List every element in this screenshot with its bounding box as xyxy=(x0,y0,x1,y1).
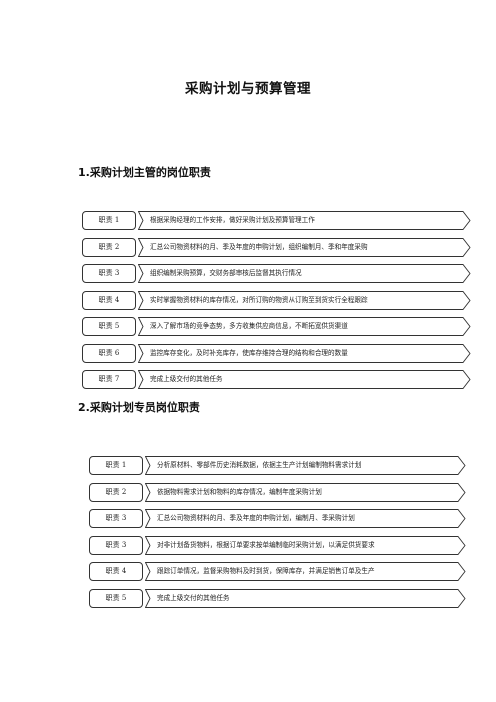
arrow-shape xyxy=(145,588,466,608)
duty-text: 分析原材料、零部件历史消耗数据，依据主生产计划编制物料需求计划 xyxy=(157,461,362,469)
arrow-shape xyxy=(138,237,471,257)
duty-arrow-box: 汇总公司物资材料的月、季及年度的申购计划，组织编制月、季和年度采购 xyxy=(138,237,471,257)
duty-arrow-box: 汇总公司物资材料的月、季及年度的申购计划，编制月、季采购计划 xyxy=(145,509,466,528)
arrow-shape xyxy=(138,317,471,336)
duty-row: 职责 7 完成上级交付的其他任务 xyxy=(82,370,471,389)
duty-label: 职责 6 xyxy=(82,343,136,363)
duty-text: 依据物料需求计划和物料的库存情况，编制年度采购计划 xyxy=(157,487,322,496)
arrow-shape xyxy=(145,456,466,475)
duty-row: 职责 1 分析原材料、零部件历史消耗数据，依据主生产计划编制物料需求计划 xyxy=(89,456,466,475)
arrow-shape xyxy=(145,562,466,581)
duty-text: 实时掌握物资材料的库存情况，对所订购的物资从订购至到货实行全程跟踪 xyxy=(150,295,368,304)
duty-text: 跟踪订单情况，监督采购物料及时到货，保障库存，并满足销售订单及生产 xyxy=(157,567,375,575)
duty-label: 职责 1 xyxy=(82,211,136,230)
arrow-shape xyxy=(138,343,471,363)
duty-row: 职责 1 根据采购经理的工作安排，做好采购计划及预算管理工作 xyxy=(82,211,471,230)
duty-text: 完成上级交付的其他任务 xyxy=(157,593,230,602)
duty-row: 职责 5 完成上级交付的其他任务 xyxy=(89,588,466,608)
duty-text: 汇总公司物资材料的月、季及年度的申购计划，编制月、季采购计划 xyxy=(157,514,355,522)
duty-label: 职责 5 xyxy=(82,317,136,336)
section-heading-2: 2.采购计划专员岗位职责 xyxy=(78,401,200,414)
duty-row: 职责 3 汇总公司物资材料的月、季及年度的申购计划，编制月、季采购计划 xyxy=(89,509,466,528)
duty-label: 职责 4 xyxy=(89,562,143,581)
duty-arrow-box: 完成上级交付的其他任务 xyxy=(145,588,466,608)
duty-arrow-box: 根据采购经理的工作安排，做好采购计划及预算管理工作 xyxy=(138,211,471,230)
duty-arrow-box: 分析原材料、零部件历史消耗数据，依据主生产计划编制物料需求计划 xyxy=(145,456,466,475)
duty-label: 职责 3 xyxy=(89,509,143,528)
duty-row: 职责 2 汇总公司物资材料的月、季及年度的申购计划，组织编制月、季和年度采购 xyxy=(82,237,471,257)
page-title: 采购计划与预算管理 xyxy=(185,81,311,97)
arrow-shape xyxy=(138,370,471,389)
arrow-shape xyxy=(145,482,466,502)
duty-label: 职责 3 xyxy=(89,535,143,555)
duty-arrow-box: 组织编制采购预算，交财务部审核后监督其执行情况 xyxy=(138,264,471,283)
duty-text: 监控库存变化，及时补充库存，使库存维持合理的结构和合理的数量 xyxy=(150,348,348,357)
duty-text: 根据采购经理的工作安排，做好采购计划及预算管理工作 xyxy=(150,216,315,224)
duty-label: 职责 2 xyxy=(82,237,136,257)
duty-row: 职责 2 依据物料需求计划和物料的库存情况，编制年度采购计划 xyxy=(89,482,466,502)
duty-arrow-box: 依据物料需求计划和物料的库存情况，编制年度采购计划 xyxy=(145,482,466,502)
arrow-shape xyxy=(138,290,471,310)
duty-arrow-box: 完成上级交付的其他任务 xyxy=(138,370,471,389)
duty-label: 职责 2 xyxy=(89,482,143,502)
arrow-shape xyxy=(138,211,471,230)
duty-text: 组织编制采购预算，交财务部审核后监督其执行情况 xyxy=(150,269,302,277)
duty-arrow-box: 监控库存变化，及时补充库存，使库存维持合理的结构和合理的数量 xyxy=(138,343,471,363)
duty-text: 深入了解市场的竞争态势，多方收集供应商信息，不断拓宽供货渠道 xyxy=(150,322,348,330)
duty-arrow-box: 对非计划备货物料，根据订单要求按单编制临时采购计划，以满足供货要求 xyxy=(145,535,466,555)
duty-row: 职责 3 对非计划备货物料，根据订单要求按单编制临时采购计划，以满足供货要求 xyxy=(89,535,466,555)
duty-text: 对非计划备货物料，根据订单要求按单编制临时采购计划，以满足供货要求 xyxy=(157,540,375,549)
duty-arrow-box: 深入了解市场的竞争态势，多方收集供应商信息，不断拓宽供货渠道 xyxy=(138,317,471,336)
arrow-shape xyxy=(145,535,466,555)
section-heading-1: 1.采购计划主管的岗位职责 xyxy=(78,166,211,179)
duty-row: 职责 6 监控库存变化，及时补充库存，使库存维持合理的结构和合理的数量 xyxy=(82,343,471,363)
duty-arrow-box: 跟踪订单情况，监督采购物料及时到货，保障库存，并满足销售订单及生产 xyxy=(145,562,466,581)
duty-list-1: 职责 1 根据采购经理的工作安排，做好采购计划及预算管理工作职责 2 汇总公司物资材… xyxy=(82,211,471,397)
arrow-shape xyxy=(145,509,466,528)
duty-row: 职责 5 深入了解市场的竞争态势，多方收集供应商信息，不断拓宽供货渠道 xyxy=(82,317,471,336)
duty-list-2: 职责 1 分析原材料、零部件历史消耗数据，依据主生产计划编制物料需求计划职责 2 依… xyxy=(89,456,466,615)
duty-arrow-box: 实时掌握物资材料的库存情况，对所订购的物资从订购至到货实行全程跟踪 xyxy=(138,290,471,310)
duty-text: 完成上级交付的其他任务 xyxy=(150,375,223,383)
arrow-shape xyxy=(138,264,471,283)
duty-row: 职责 3 组织编制采购预算，交财务部审核后监督其执行情况 xyxy=(82,264,471,283)
duty-row: 职责 4 实时掌握物资材料的库存情况，对所订购的物资从订购至到货实行全程跟踪 xyxy=(82,290,471,310)
duty-label: 职责 7 xyxy=(82,370,136,389)
duty-text: 汇总公司物资材料的月、季及年度的申购计划，组织编制月、季和年度采购 xyxy=(150,242,368,251)
duty-label: 职责 5 xyxy=(89,588,143,608)
duty-label: 职责 4 xyxy=(82,290,136,310)
duty-label: 职责 3 xyxy=(82,264,136,283)
duty-row: 职责 4 跟踪订单情况，监督采购物料及时到货，保障库存，并满足销售订单及生产 xyxy=(89,562,466,581)
duty-label: 职责 1 xyxy=(89,456,143,475)
